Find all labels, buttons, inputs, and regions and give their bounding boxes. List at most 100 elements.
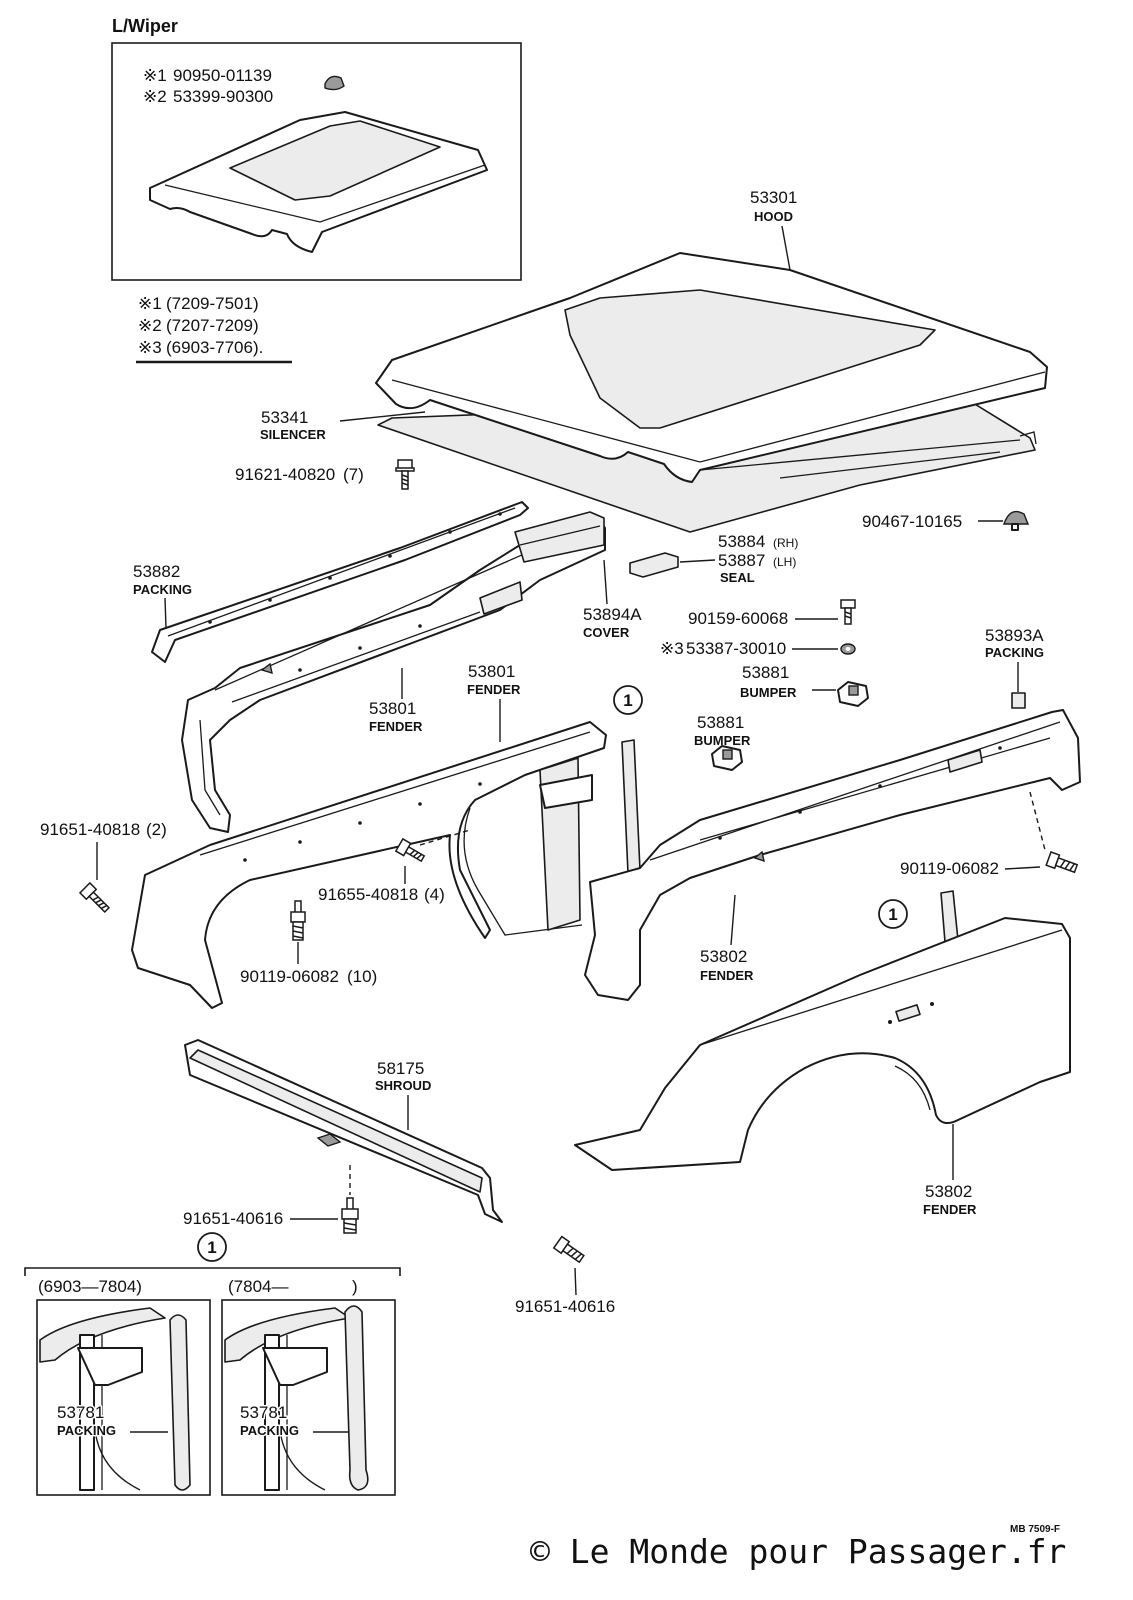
note-mark-3: ※3 (138, 338, 162, 357)
bumper-lower-name: BUMPER (694, 733, 751, 748)
detail-bracket (24, 1267, 401, 1276)
bolt-icon (840, 599, 856, 625)
leader-line (1004, 866, 1041, 870)
silencer-part-name: SILENCER (260, 427, 326, 442)
watermark: © Le Monde pour Passager.fr (530, 1532, 1066, 1571)
inner-fender-lh-number: 53801 (369, 699, 416, 718)
inset-mark-2: ※2 (143, 87, 167, 106)
detail-left-frame (36, 1299, 211, 1496)
shroud-bolt-number: 91651-40616 (183, 1209, 283, 1228)
ref-marker-label: 1 (623, 691, 632, 710)
inset-hood-part (149, 111, 488, 253)
packing-rear-part (1011, 692, 1026, 709)
fender-lh-part (131, 721, 607, 1009)
bolt-c-qty: (10) (347, 967, 377, 986)
bumper-upper-part (837, 681, 869, 707)
leader-line (574, 1267, 577, 1296)
bolt-icon (290, 900, 306, 941)
packing-upper-number: 53882 (133, 562, 180, 581)
note-range-2: (7207-7209) (166, 316, 259, 335)
bumper-lower-part (711, 745, 743, 771)
bolt-b-number: 91655-40818 (318, 885, 418, 904)
packing-rear-number: 53893A (985, 626, 1044, 645)
inset-frame (111, 42, 522, 281)
inset-title: L/Wiper (112, 16, 178, 36)
fender-lh-name: FENDER (467, 682, 521, 697)
seal-rh-number: 53884 (718, 532, 765, 551)
detail-right-part-number: 53781 (240, 1403, 287, 1422)
cover-part (514, 511, 605, 563)
bumper-upper-name: BUMPER (740, 685, 797, 700)
bumper-upper-number: 53881 (742, 663, 789, 682)
detail-left-range: (6903—7804) (38, 1277, 142, 1296)
cover-nut-number: 53387-30010 (686, 639, 786, 658)
seal-lh-side: (LH) (773, 555, 796, 569)
note-range-1: (7209-7501) (166, 294, 259, 313)
bolt-b-qty: (4) (424, 885, 445, 904)
detail-right-drawing (224, 1305, 369, 1491)
packing-strip-ref-part (621, 739, 641, 874)
leader-line (603, 559, 608, 605)
ref-marker-label: 1 (888, 905, 897, 924)
detail-right-range-close: ) (352, 1277, 358, 1296)
shroud-part (184, 1039, 503, 1223)
cover-bolt-number: 90159-60068 (688, 609, 788, 628)
inner-fender-rh-number: 53802 (700, 947, 747, 966)
detail-right-frame (221, 1299, 396, 1496)
seal-part-name: SEAL (720, 570, 755, 585)
seal-rh-side: (RH) (773, 536, 798, 550)
clip-icon (1003, 510, 1030, 531)
detail-left-drawing (39, 1307, 191, 1491)
leader-line (339, 411, 426, 422)
fender-rh-number: 53802 (925, 1182, 972, 1201)
bolt-icon (552, 1235, 585, 1264)
ref-marker-label: 1 (207, 1238, 216, 1257)
seal-lh-number: 53887 (718, 551, 765, 570)
bolt-icon (394, 837, 426, 863)
inset-mark-1: ※1 (143, 66, 167, 85)
dashed-guide-line (1029, 791, 1046, 851)
bumper-lower-number: 53881 (697, 713, 744, 732)
side-bolt-number: 91651-40616 (515, 1297, 615, 1316)
inset-clip-part (324, 75, 345, 91)
ref-marker-circle (197, 1232, 227, 1262)
inner-fender-rh-name: FENDER (700, 968, 754, 983)
fender-rh-part (574, 917, 1071, 1171)
detail-left-part-name: PACKING (57, 1423, 116, 1438)
detail-right-part-name: PACKING (240, 1423, 299, 1438)
ref-marker-circle (878, 899, 908, 929)
packing-strip-ref-part (940, 890, 959, 943)
note-mark-2: ※2 (138, 316, 162, 335)
leader-line (679, 559, 716, 563)
inset-part-number-1: 90950-01139 (173, 66, 272, 85)
hood-part-number: 53301 (750, 188, 797, 207)
leader-line (164, 597, 167, 629)
inner-fender-lh-name: FENDER (369, 719, 423, 734)
bolt-icon (78, 881, 111, 914)
packing-rear-name: PACKING (985, 645, 1044, 660)
shroud-part-name: SHROUD (375, 1078, 431, 1093)
packing-strip-part (151, 501, 529, 663)
drawing-code: MB 7509-F (1010, 1524, 1060, 1535)
bolt-a-qty: (2) (146, 820, 167, 839)
bolt-icon (1045, 851, 1079, 874)
bolt-icon (395, 459, 415, 490)
note-mark-1: ※1 (138, 294, 162, 313)
fender-rh-name: FENDER (923, 1202, 977, 1217)
cover-part-name: COVER (583, 625, 630, 640)
nut-icon (840, 643, 856, 655)
leader-line (781, 225, 791, 271)
hood-clip-number: 90467-10165 (862, 512, 962, 531)
detail-left-part-number: 53781 (57, 1403, 104, 1422)
packing-upper-name: PACKING (133, 582, 192, 597)
bolt-c-number: 90119-06082 (240, 967, 339, 986)
seal-part (629, 552, 679, 578)
hood-part-name: HOOD (754, 209, 793, 224)
silencer-part-number: 53341 (261, 408, 308, 427)
fender-lh-number: 53801 (468, 662, 515, 681)
inset-part-number-2: 53399-90300 (173, 87, 273, 106)
silencer-bolt-qty: (7) (343, 465, 364, 484)
detail-right-range-open: (7804— (228, 1277, 288, 1296)
